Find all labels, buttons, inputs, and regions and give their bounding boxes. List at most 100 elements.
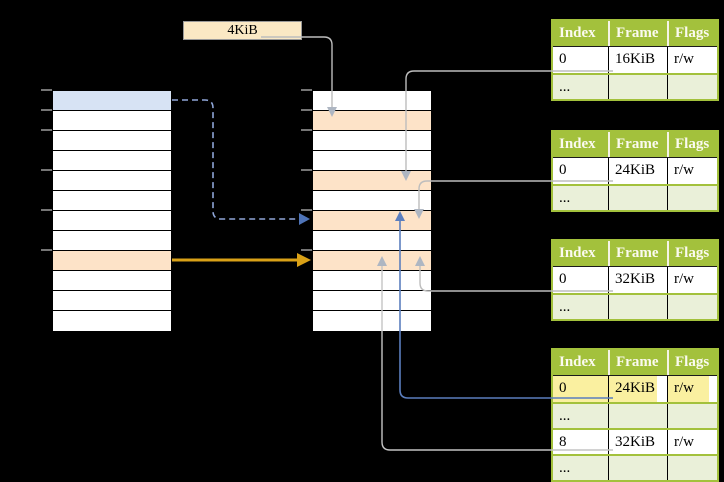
page-table-1: Index Frame Flags 0 16KiB r/w ... [551, 19, 719, 101]
table-row: 0 24KiB r/w [553, 158, 717, 184]
physical-memory-table [312, 90, 432, 331]
cell-index: 0 [559, 271, 567, 287]
address-tick [41, 109, 52, 111]
arrow-virtual-page-dashed-blue [172, 99, 310, 225]
address-tick [41, 89, 52, 91]
cell-frame [608, 404, 667, 428]
virtual-page-row [53, 151, 171, 171]
cell-index: ... [559, 460, 571, 476]
cell-index: ... [559, 408, 571, 424]
page-table-4: Index Frame Flags 0 24KiB r/w ... 8 32Ki… [551, 348, 719, 482]
cell-flags: r/w [667, 158, 717, 184]
address-tick [301, 249, 312, 251]
physical-frame-row [313, 311, 431, 331]
cell-index: ... [559, 299, 571, 315]
column-header-index: Index [559, 354, 596, 370]
physical-frame-row-highlighted [313, 171, 431, 191]
cell-flags [667, 456, 717, 480]
cell-flags [667, 404, 717, 428]
table-row: 8 32KiB r/w [553, 428, 717, 454]
cell-flags [667, 295, 717, 319]
column-header-index: Index [559, 25, 596, 41]
page-table-2: Index Frame Flags 0 24KiB r/w ... [551, 130, 719, 212]
cell-frame [608, 186, 667, 210]
cell-index: 0 [559, 51, 567, 67]
virtual-page-row [53, 111, 171, 131]
table-row-ellipsis: ... [553, 402, 717, 428]
column-header-flags: Flags [667, 21, 717, 46]
address-tick [301, 169, 312, 171]
column-header-flags: Flags [667, 350, 717, 375]
address-tick [41, 169, 52, 171]
physical-frame-row-highlighted [313, 211, 431, 231]
address-tick [301, 129, 312, 131]
address-tick [301, 109, 312, 111]
virtual-page-row [53, 131, 171, 151]
table-row-ellipsis: ... [553, 454, 717, 480]
cell-frame [608, 295, 667, 319]
cell-flags: r/w [667, 430, 717, 454]
cell-frame: 32KiB [608, 267, 667, 293]
table-row: 0 32KiB r/w [553, 267, 717, 293]
physical-frame-row-highlighted [313, 111, 431, 131]
address-tick [41, 209, 52, 211]
column-header-index: Index [559, 245, 596, 261]
table-header-row: Index Frame Flags [553, 350, 717, 376]
address-tick [301, 209, 312, 211]
cell-index: 0 [553, 376, 608, 402]
virtual-page-row [53, 211, 171, 231]
virtual-page-row [53, 171, 171, 191]
physical-frame-row-highlighted [313, 251, 431, 271]
virtual-page-row [53, 231, 171, 251]
table-row: 0 16KiB r/w [553, 47, 717, 73]
physical-frame-row [313, 191, 431, 211]
cell-flags: r/w [667, 267, 717, 293]
column-header-frame: Frame [608, 132, 667, 157]
table-header-row: Index Frame Flags [553, 21, 717, 47]
page-table-3: Index Frame Flags 0 32KiB r/w ... [551, 239, 719, 321]
virtual-page-row [53, 291, 171, 311]
virtual-page-row-selected-orange [53, 251, 171, 271]
physical-frame-row [313, 291, 431, 311]
column-header-frame: Frame [608, 350, 667, 375]
physical-frame-row [313, 131, 431, 151]
virtual-page-row-selected-blue [53, 91, 171, 111]
cell-index: ... [559, 190, 571, 206]
cell-index: 0 [559, 162, 567, 178]
virtual-memory-table [52, 90, 172, 331]
physical-frame-row [313, 231, 431, 251]
table-row-ellipsis: ... [553, 293, 717, 319]
cell-index: ... [559, 79, 571, 95]
address-tick [41, 249, 52, 251]
cell-flags: r/w [667, 47, 717, 73]
table-row-highlighted: 0 24KiB r/w [553, 376, 717, 402]
physical-frame-row [313, 91, 431, 111]
cell-frame [608, 75, 667, 99]
cell-frame: 24KiB [608, 376, 667, 402]
cell-frame [608, 456, 667, 480]
cell-index: 8 [559, 434, 567, 450]
virtual-page-row [53, 191, 171, 211]
cell-frame: 32KiB [608, 430, 667, 454]
cell-frame: 16KiB [608, 47, 667, 73]
cell-flags: r/w [667, 376, 717, 402]
table-header-row: Index Frame Flags [553, 132, 717, 158]
column-header-frame: Frame [608, 21, 667, 46]
table-row-ellipsis: ... [553, 184, 717, 210]
address-tick [301, 89, 312, 91]
table-row-ellipsis: ... [553, 73, 717, 99]
arrow-virtual-page-orange [172, 253, 311, 267]
cell-flags [667, 186, 717, 210]
physical-frame-row [313, 151, 431, 171]
virtual-page-row [53, 311, 171, 331]
column-header-flags: Flags [667, 132, 717, 157]
column-header-frame: Frame [608, 241, 667, 266]
physical-frame-row [313, 271, 431, 291]
column-header-flags: Flags [667, 241, 717, 266]
address-tick [41, 129, 52, 131]
cell-flags [667, 75, 717, 99]
table-header-row: Index Frame Flags [553, 241, 717, 267]
page-size-label: 4KiB [183, 21, 302, 40]
cell-frame: 24KiB [608, 158, 667, 184]
